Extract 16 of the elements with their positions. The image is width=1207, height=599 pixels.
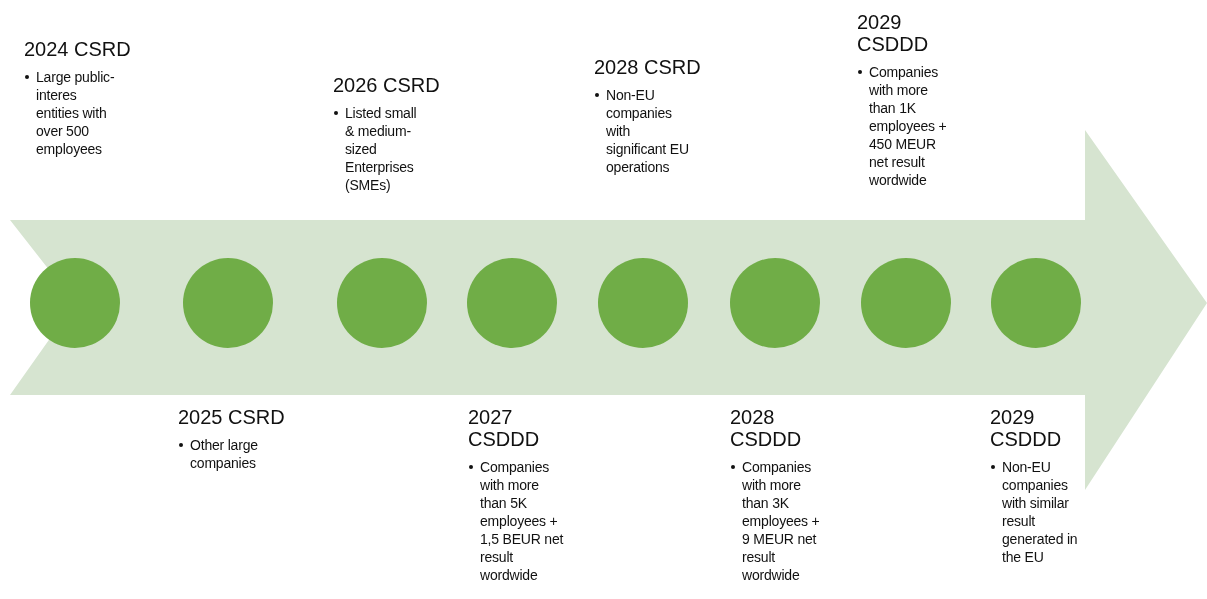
bullet-point: Large public-interes entities with over 500 employees <box>36 68 116 158</box>
milestone-heading: 2029 CSDDD <box>990 406 1063 450</box>
milestone-heading: 2024 CSRD <box>24 38 132 60</box>
milestone-heading: 2026 CSRD <box>333 74 441 96</box>
bullet-point: Companies with more than 1K employees + 450 MEUR net result wordwide <box>869 63 948 189</box>
bullet-point: Listed small & medium-sized Enterprises (SMEs) <box>345 104 418 194</box>
bullet-point: Companies with more than 3K employees + 9 MEUR net result wordwide <box>742 458 821 584</box>
milestone-heading: 2028 CSRD <box>594 56 702 78</box>
milestone-heading: 2027 CSDDD <box>468 406 541 450</box>
milestone-heading: 2025 CSRD <box>178 406 286 428</box>
bullet-point: Non-EU companies with significant EU operations <box>606 86 690 176</box>
milestone-heading: 2029 CSDDD <box>857 11 930 55</box>
bullet-point: Companies with more than 5K employees + 1,5 BEUR net result wordwide <box>480 458 564 584</box>
bullet-point: Other large companies <box>190 436 259 472</box>
bullet-point: Non-EU companies with similar result generated in the EU <box>1002 458 1079 566</box>
milestone-heading: 2028 CSDDD <box>730 406 803 450</box>
